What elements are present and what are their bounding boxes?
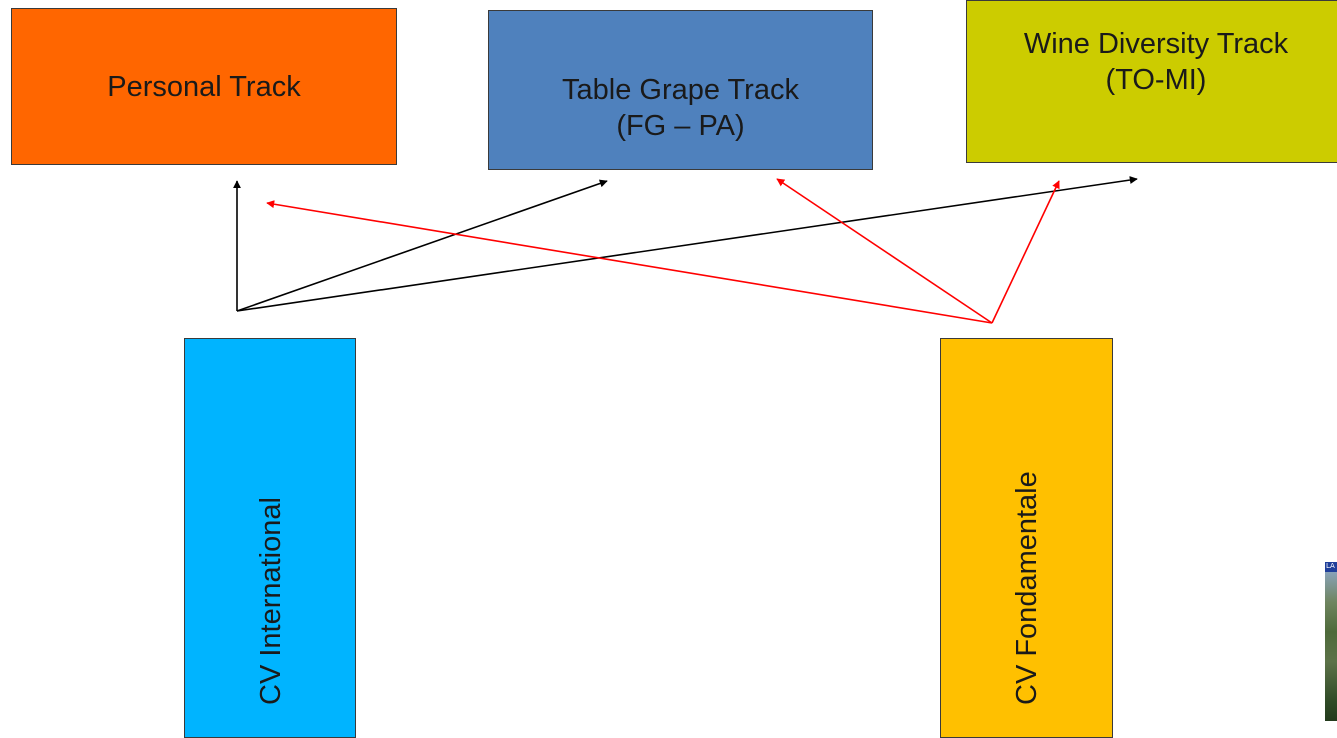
arrow-cvint-to-wine-diversity xyxy=(236,176,1138,312)
wine-diversity-track-box: Wine Diversity Track (TO-MI) xyxy=(966,0,1337,163)
vineyard-photo-thumbnail: LA xyxy=(1325,562,1337,721)
cv-international-label: CV International xyxy=(255,497,287,705)
connector-arrows xyxy=(233,176,1138,324)
table-grape-track-box: Table Grape Track (FG – PA) xyxy=(488,10,873,170)
table-grape-track-code: (FG – PA) xyxy=(616,110,745,142)
wine-diversity-track-title: Wine Diversity Track xyxy=(1023,28,1289,60)
personal-track-label: Personal Track xyxy=(107,70,301,103)
cv-fondamentale-label: CV Fondamentale xyxy=(1011,471,1043,705)
arrow-cvint-to-table-grape xyxy=(236,179,608,312)
cv-international-box: CV International xyxy=(184,338,356,738)
arrow-cvfond-to-wine-diversity xyxy=(991,180,1060,324)
arrow-cvfond-to-table-grape xyxy=(776,178,993,324)
wine-diversity-track-code: (TO-MI) xyxy=(1105,64,1207,96)
cv-fondamentale-box: CV Fondamentale xyxy=(940,338,1113,738)
thumbnail-label: LA xyxy=(1326,562,1335,570)
personal-track-box: Personal Track xyxy=(11,8,397,165)
arrow-cvfond-to-personal xyxy=(266,200,993,324)
table-grape-track-title: Table Grape Track xyxy=(562,74,799,106)
